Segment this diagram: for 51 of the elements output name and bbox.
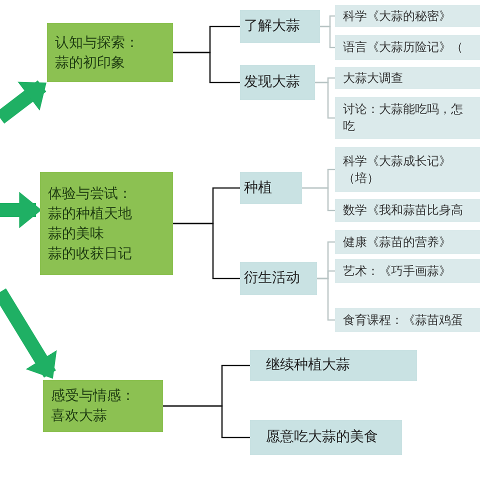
arrow	[0, 288, 57, 379]
connector-line	[173, 52, 240, 84]
topic-box	[240, 10, 320, 43]
arrow	[0, 80, 46, 124]
node-text: 了解大蒜	[244, 17, 300, 36]
activity-box	[335, 97, 480, 139]
theme-box	[43, 380, 163, 432]
connector-line	[302, 187, 335, 212]
connector-line	[317, 278, 335, 321]
node-text: 认知与探索：	[55, 34, 140, 52]
topic-box	[240, 262, 317, 295]
activity-box	[335, 67, 480, 89]
node-text: 科学《大蒜成长记》（培）	[343, 152, 452, 186]
node-text: 愿意吃大蒜的美食	[266, 428, 378, 447]
node-text: 数学《我和蒜苗比身高	[343, 202, 463, 219]
node-text: 继续种植大蒜	[266, 356, 350, 375]
node-text: 发现大蒜	[244, 73, 300, 92]
activity-box	[335, 230, 480, 254]
node-text: 蒜的初印象	[55, 54, 126, 72]
activity-box	[335, 147, 480, 192]
node-text: 衍生活动	[244, 269, 300, 288]
node-text: 蒜的收获日记	[48, 244, 133, 264]
node-text: 感受与情感：	[51, 387, 136, 406]
theme-box	[40, 172, 173, 275]
topic-box	[240, 172, 302, 204]
activity-box	[335, 5, 480, 27]
node-text: 食育课程：《蒜苗鸡蛋	[343, 312, 463, 328]
node-text: 大蒜大调查	[343, 70, 403, 86]
connector-line	[163, 405, 250, 438]
node-text: 艺术：《巧手画蒜》	[343, 262, 451, 280]
node-text: 喜欢大蒜	[51, 407, 108, 426]
activity-box	[335, 35, 480, 60]
node-text: 蒜的种植天地	[48, 204, 133, 224]
node-text: 讨论：大蒜能吃吗，怎吃	[343, 101, 464, 135]
connector-line	[315, 82, 335, 119]
node-text: 蒜的美味	[48, 224, 105, 244]
activity-box	[335, 259, 480, 283]
arrow	[0, 192, 42, 228]
outcome-box	[250, 420, 402, 455]
node-text: 语言《大蒜历险记》（	[343, 39, 463, 56]
theme-box	[47, 23, 173, 82]
connector-line	[320, 26, 335, 48]
topic-box	[240, 65, 315, 100]
node-text: 健康《蒜苗的营养》	[343, 234, 451, 250]
outcome-box	[250, 350, 417, 381]
connector-line	[173, 222, 240, 280]
activity-box	[335, 199, 480, 222]
node-text: 科学《大蒜的秘密》	[343, 8, 451, 24]
node-text: 体验与尝试：	[48, 184, 133, 204]
activity-box	[335, 308, 480, 332]
node-text: 种植	[244, 178, 272, 198]
